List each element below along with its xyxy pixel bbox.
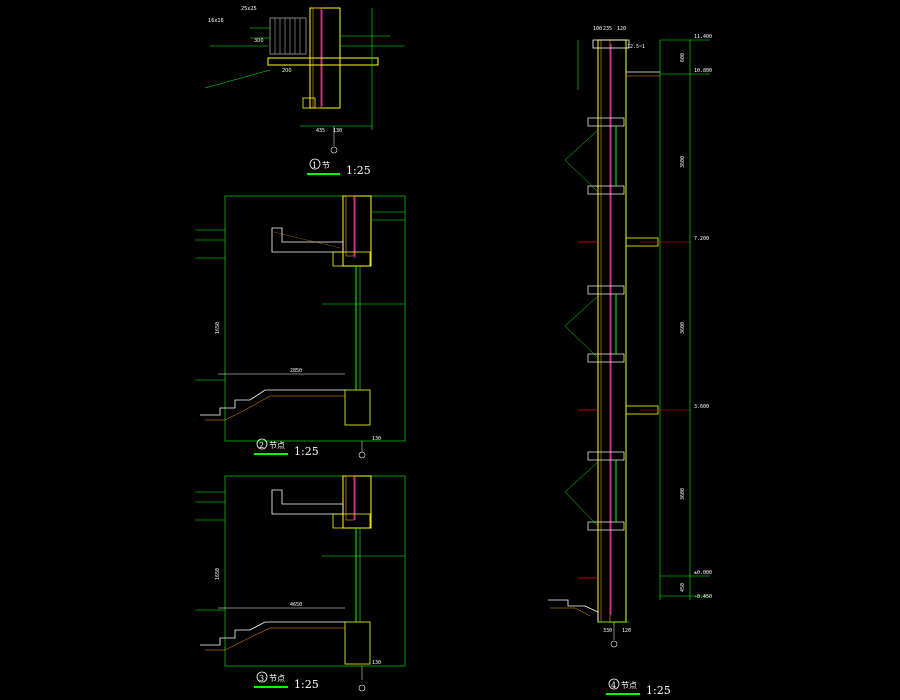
detail-4-title-text: 节点	[621, 681, 637, 690]
detail-2-wall	[342, 195, 372, 267]
detail-1-drawing: 25x25 16x16 200 300 435 130	[204, 6, 405, 154]
detail-3-title: 3 节点 1:25	[254, 671, 319, 691]
detail-2-ramp	[200, 389, 345, 416]
detail-1-title: 1 节 1:25	[307, 158, 371, 177]
detail-4-elev-2: 10.800	[694, 68, 712, 74]
detail-2-scale: 1:25	[294, 445, 319, 458]
detail-1-beam	[302, 97, 316, 109]
detail-4-top-dim-2: 235	[603, 26, 612, 32]
detail-1-scale: 1:25	[346, 164, 371, 177]
detail-2-title-text: 节点	[269, 441, 285, 450]
detail-2-dim-3: 130	[372, 436, 381, 442]
detail-4-wall	[597, 39, 627, 623]
detail-2-canopy	[271, 227, 344, 253]
detail-4-slope-note: 12.5~1	[627, 44, 645, 50]
detail-4-vdim-1: 600	[680, 53, 686, 62]
detail-2-footing	[344, 389, 371, 426]
detail-4-bottom-dim-1: 330	[603, 628, 612, 634]
detail-4-vdim-2: 3600	[680, 156, 686, 168]
detail-2-number: 2	[259, 441, 264, 450]
detail-4-vdim-5: 450	[680, 583, 686, 592]
detail-3-number: 3	[259, 674, 264, 683]
detail-4-elev-1: 11.400	[694, 34, 712, 40]
detail-4-number: 4	[611, 681, 616, 690]
detail-3-dim-1: 4650	[290, 602, 302, 608]
detail-3-ramp	[200, 621, 345, 646]
detail-1-note-3: 200	[282, 68, 292, 74]
detail-4-drawing: 100 235 120 12.5~1 11.400 10.800 7.200 3…	[548, 26, 712, 648]
detail-3-scale: 1:25	[294, 678, 319, 691]
detail-4-bottom-dim-2: 120	[622, 628, 631, 634]
detail-3-drawing: 4650 1650 130	[195, 475, 406, 692]
detail-1-slab	[267, 57, 379, 66]
detail-1-note-4: 300	[254, 38, 264, 44]
detail-1-railing	[269, 17, 307, 55]
detail-4-elev-3: 7.200	[694, 236, 709, 242]
detail-2-dim-2: 1650	[215, 322, 221, 334]
detail-1-number: 1	[312, 161, 317, 170]
detail-1-title-text: 节	[322, 161, 330, 170]
detail-4-vdim-4: 3600	[680, 488, 686, 500]
detail-3-canopy	[271, 489, 344, 515]
detail-4-top-dim-3: 120	[617, 26, 626, 32]
detail-3-dim-2: 1650	[215, 568, 221, 580]
detail-3-dim-3: 130	[372, 660, 381, 666]
detail-4-vdim-3: 3600	[680, 322, 686, 334]
detail-2-drawing: 2850 1650 130	[195, 195, 406, 459]
detail-4-scale: 1:25	[646, 684, 671, 697]
detail-4-elev-6: -0.450	[694, 594, 712, 600]
detail-4-title: 4 节点 1:25	[606, 678, 671, 697]
detail-4-elev-5: ±0.000	[694, 570, 712, 576]
detail-4-top-dim-1: 100	[593, 26, 602, 32]
detail-1-note-1: 25x25	[241, 6, 257, 12]
detail-3-title-text: 节点	[269, 674, 285, 683]
detail-2-dim-1: 2850	[290, 368, 302, 374]
detail-1-note-2: 16x16	[208, 18, 224, 24]
detail-4-elev-4: 3.600	[694, 404, 709, 410]
detail-2-title: 2 节点 1:25	[254, 438, 319, 458]
detail-1-axis-bubble	[330, 146, 338, 154]
detail-1-dim-1: 435	[316, 128, 325, 134]
detail-1-dim-2: 130	[333, 128, 342, 134]
